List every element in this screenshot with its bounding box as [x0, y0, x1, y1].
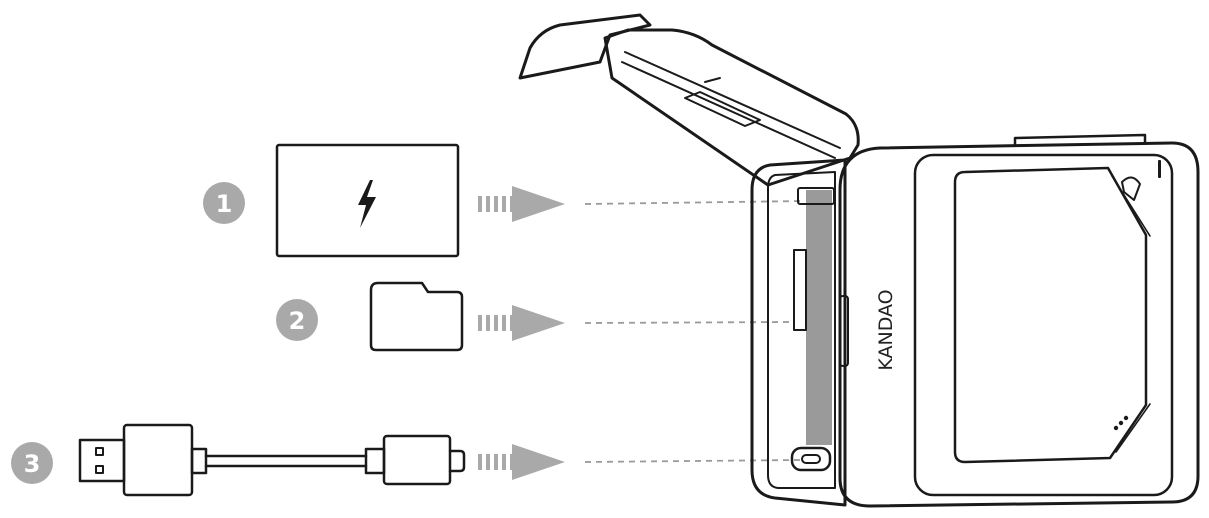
microsd-slot	[793, 249, 807, 331]
step-3-guide-line	[584, 459, 801, 463]
camera-device: KANDAO	[518, 13, 1200, 508]
battery-slot	[806, 190, 832, 445]
badge-circle	[11, 442, 53, 484]
speaker-holes	[1113, 415, 1129, 431]
step-1-number: 1	[216, 190, 233, 218]
usb-cable-icon	[78, 423, 466, 497]
step-1-guide-line	[584, 200, 806, 205]
battery-compartment	[750, 158, 849, 507]
microsd-card-icon	[369, 281, 464, 352]
step-2-guide-line	[584, 321, 793, 324]
badge-circle	[203, 182, 245, 224]
step-2-badge: 2	[276, 299, 318, 341]
usb-c-tip	[448, 449, 466, 473]
badge-circle	[276, 299, 318, 341]
step-3-badge: 3	[11, 442, 53, 484]
step-3-arrow	[478, 444, 565, 480]
step-3-number: 3	[24, 450, 41, 478]
usb-a-plug	[78, 438, 126, 483]
side-door	[518, 13, 860, 187]
battery-outline	[275, 143, 460, 258]
step-1-badge: 1	[203, 182, 245, 224]
camera-body: KANDAO	[838, 133, 1200, 508]
usb-c-housing	[382, 434, 452, 486]
screen-bezel	[913, 153, 1174, 497]
step-2-number: 2	[289, 307, 306, 335]
lightning-bolt-icon	[358, 180, 376, 228]
step-1-arrow	[478, 186, 565, 222]
usb-a-housing	[122, 423, 194, 497]
logo-mark	[1121, 176, 1141, 201]
step-2-row: 2	[276, 281, 793, 352]
usb-c-port	[790, 446, 832, 472]
step-3-row: 3	[11, 423, 801, 497]
lens-window	[953, 166, 1148, 464]
brand-logo-text: KANDAO	[875, 289, 897, 370]
step-1-row: 1	[203, 143, 806, 258]
battery-illustration	[275, 143, 460, 258]
step-2-arrow	[478, 305, 565, 341]
